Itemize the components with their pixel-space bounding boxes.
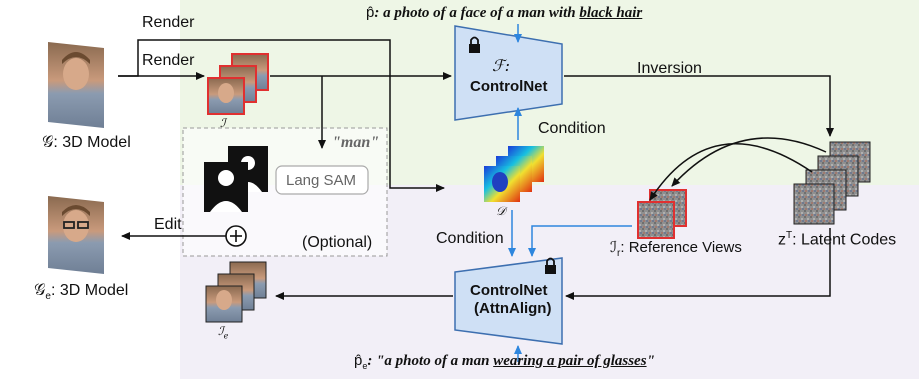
model-ge-subscript: e bbox=[45, 291, 51, 303]
render-mid-label: Render bbox=[142, 52, 195, 69]
controlnet-label: ControlNet bbox=[470, 78, 548, 95]
prompt-top-underlined: black hair bbox=[579, 5, 643, 21]
plus-icon bbox=[225, 225, 247, 247]
man-prompt-label: "man" bbox=[332, 134, 380, 151]
arrow-latent-to-bottom bbox=[565, 228, 831, 300]
f-symbol: ℱ: bbox=[492, 56, 510, 75]
condition-up-label: Condition bbox=[538, 120, 606, 137]
prompt-bottom-end: " bbox=[646, 353, 655, 369]
controlnet-attn-label-1: ControlNet bbox=[470, 282, 548, 299]
lock-icon-bottom bbox=[545, 257, 556, 274]
model-ge-label: 𝒢e: 3D Model bbox=[34, 282, 128, 302]
latent-stack bbox=[793, 141, 871, 225]
zt-superscript: T bbox=[786, 230, 793, 241]
zt-symbol: z bbox=[778, 231, 786, 249]
lock-icon-top bbox=[469, 36, 480, 53]
prompt-top: p̂: a photo of a face of a man with blac… bbox=[366, 4, 642, 22]
i-symbol: ℐ bbox=[220, 116, 226, 130]
zt-text: : Latent Codes bbox=[792, 231, 897, 249]
optional-label: (Optional) bbox=[302, 234, 373, 251]
prompt-bottom-symbol: p̂ bbox=[354, 352, 363, 369]
latent-codes-label: zT: Latent Codes bbox=[778, 230, 896, 249]
prompt-bottom-underlined: wearing a pair of glasses bbox=[493, 353, 647, 369]
model-g-image bbox=[48, 42, 104, 128]
edited-stack bbox=[205, 261, 267, 323]
inversion-label: Inversion bbox=[637, 60, 702, 77]
prompt-bottom: p̂e: "a photo of a man wearing a pair of… bbox=[354, 352, 655, 371]
model-g-label: 𝒢: 3D Model bbox=[42, 134, 131, 151]
reference-views-label: ℐr: Reference Views bbox=[610, 238, 742, 259]
ir-text: : Reference Views bbox=[620, 239, 742, 256]
lang-sam-label: Lang SAM bbox=[286, 172, 357, 189]
controlnet-attn-label-2: (AttnAlign) bbox=[474, 300, 552, 317]
edit-label: Edit bbox=[154, 216, 182, 233]
ir-symbol: ℐ bbox=[610, 239, 618, 256]
reference-stack bbox=[637, 189, 687, 239]
model-ge-symbol: 𝒢 bbox=[34, 282, 46, 299]
d-symbol: 𝒟 bbox=[496, 204, 506, 218]
arrow-curve-2 bbox=[649, 143, 813, 201]
model-ge-image bbox=[48, 196, 104, 274]
arrow-reference-to-bottom bbox=[528, 225, 632, 257]
lang-sam-box bbox=[275, 165, 369, 195]
ie-symbol: ℐ bbox=[218, 324, 224, 338]
model-ge-text: : 3D Model bbox=[50, 282, 129, 299]
prompt-top-symbol: p̂ bbox=[366, 4, 375, 21]
controlnet-top bbox=[454, 25, 563, 121]
render-top-label: Render bbox=[142, 14, 195, 31]
condition-down-label: Condition bbox=[436, 230, 504, 247]
render-stack bbox=[207, 53, 269, 115]
arrow-inversion bbox=[564, 75, 834, 137]
arrow-curve-1 bbox=[671, 137, 827, 187]
ir-subscript: r bbox=[617, 248, 621, 259]
prompt-bottom-text: : "a photo of a man bbox=[367, 353, 494, 369]
prompt-top-text: : a photo of a face of a man with bbox=[374, 5, 580, 21]
ie-subscript: e bbox=[223, 331, 229, 341]
mask-silhouettes bbox=[204, 146, 268, 212]
depth-stack bbox=[484, 146, 544, 202]
ie-symbol-label: ℐe bbox=[218, 324, 228, 340]
prompt-bottom-subscript: e bbox=[362, 361, 368, 371]
controlnet-bottom bbox=[454, 257, 563, 345]
